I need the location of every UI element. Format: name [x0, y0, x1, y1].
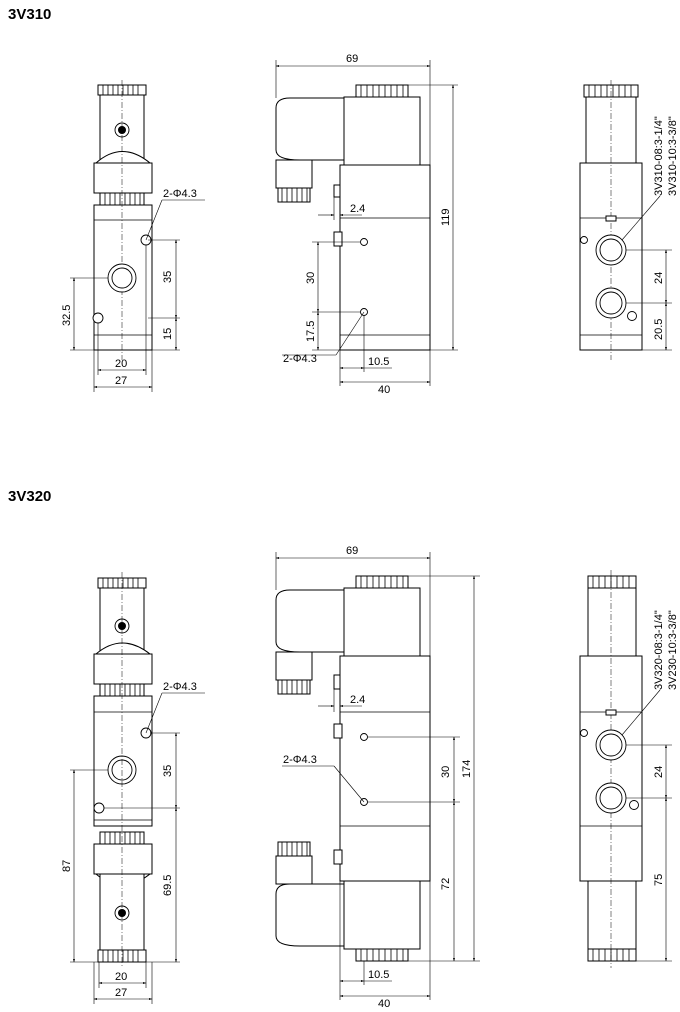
v310-right-port-label-1: 3V310-08:3-1/4" [653, 116, 665, 196]
v310-left-view: 2-Φ4.3 35 15 32.5 20 27 [61, 80, 205, 392]
v310-middle-coil [343, 96, 421, 166]
v320-middle-valve-body [339, 655, 431, 882]
v310-left-dim-35: 35 [162, 271, 174, 283]
v320-middle-dim-30: 30 [440, 766, 452, 778]
v320-middle-view: 69 2.4 2-Φ4.3 30 72 174 [275, 545, 480, 1010]
v310-right-view: 3V310-08:3-1/4" 3V310-10:3-3/8" 24 20.5 [579, 80, 679, 360]
v320-left-hole-label: 2-Φ4.3 [163, 681, 197, 693]
v320-middle-dim-72: 72 [440, 878, 452, 890]
v310-middle-connector [275, 97, 345, 161]
v320-left-dim-87: 87 [61, 860, 73, 872]
v310-middle-dim-40: 40 [378, 384, 390, 396]
v320-right-port-label-2: 3V230-10:3-3/8" [667, 610, 679, 690]
section-title-3v310: 3V310 [8, 6, 52, 23]
v320-middle-dim-10-5: 10.5 [368, 969, 389, 981]
v320-left-valve-body [93, 695, 153, 827]
v320-middle-coil-top [343, 587, 421, 657]
v320-right-view: 3V320-08:3-1/4" 3V230-10:3-3/8" 24 75 [579, 570, 679, 968]
v310-left-dim-27: 27 [115, 375, 127, 387]
v310-middle-view: 69 119 2.4 30 17.5 2-Φ4.3 [275, 53, 458, 396]
v320-right-dim-75: 75 [653, 874, 665, 886]
v310-left-dim-32-5: 32.5 [61, 305, 73, 326]
v320-left-dim-27: 27 [115, 987, 127, 999]
section-title-3v320: 3V320 [8, 488, 52, 505]
v320-right-port-label-1: 3V320-08:3-1/4" [653, 610, 665, 690]
v310-middle-hole-label: 2-Φ4.3 [283, 353, 317, 365]
v310-middle-dim-69: 69 [346, 53, 358, 65]
v310-middle-dim-119: 119 [440, 208, 452, 226]
v310-right-port-label-2: 3V310-10:3-3/8" [667, 116, 679, 196]
v320-left-mount-hole [93, 802, 105, 814]
v320-left-dim-69-5: 69.5 [162, 875, 174, 896]
v320-middle-hole-label: 2-Φ4.3 [283, 754, 317, 766]
v320-middle-dim-2-4: 2.4 [350, 694, 365, 706]
v310-left-mount-hole [92, 312, 104, 324]
v310-middle-dim-2-4: 2.4 [350, 203, 365, 215]
v310-right-dim-20-5: 20.5 [653, 319, 665, 340]
v320-right-dim-24: 24 [653, 766, 665, 778]
v320-left-dim-20: 20 [115, 971, 127, 983]
v320-middle-dim-40: 40 [378, 998, 390, 1010]
v310-middle-dim-30: 30 [305, 272, 317, 284]
v320-middle-dim-69: 69 [346, 545, 358, 557]
v310-right-dim-24: 24 [653, 272, 665, 284]
v310-middle-dim-10-5: 10.5 [368, 356, 389, 368]
v320-middle-coil-bottom [343, 880, 421, 950]
v310-middle-valve-body [339, 164, 431, 351]
v310-middle-dim-17-5: 17.5 [305, 321, 317, 342]
v310-left-solenoid [93, 84, 153, 206]
v320-left-view: 2-Φ4.3 35 69.5 87 20 27 [61, 572, 205, 1004]
v320-middle-dim-174: 174 [461, 760, 473, 778]
v310-left-dim-20: 20 [115, 358, 127, 370]
v320-left-dim-35: 35 [162, 765, 174, 777]
v310-left-dim-15: 15 [162, 328, 174, 340]
v310-left-hole-label: 2-Φ4.3 [163, 188, 197, 200]
